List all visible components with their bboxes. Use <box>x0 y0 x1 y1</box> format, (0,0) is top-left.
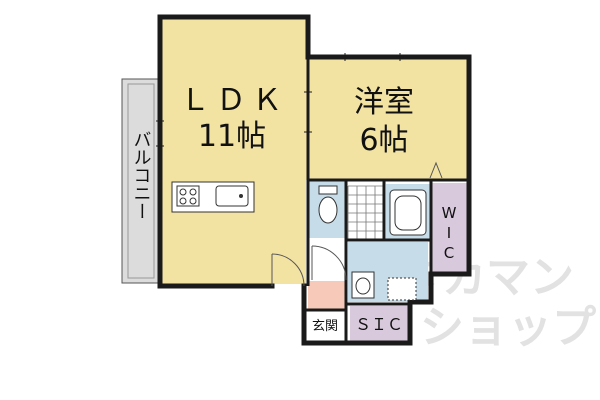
western-label: 洋室 <box>354 85 414 120</box>
washing-machine-space <box>387 277 417 301</box>
wic-letter-c: C <box>444 244 454 262</box>
entrance-step <box>308 281 346 309</box>
inner-walls <box>304 57 469 343</box>
balcony-label: バルコニー <box>131 130 152 220</box>
sic-label: ＳＩＣ <box>355 315 403 334</box>
ldk-floor <box>162 17 306 284</box>
ldk-label: ＬＤＫ <box>180 83 288 118</box>
sink-icon <box>215 185 249 207</box>
kitchen-counter <box>171 181 255 213</box>
watermark-line2: ショップ <box>420 302 596 353</box>
bathtub-icon <box>389 189 427 236</box>
wic-letter-w: W <box>442 204 457 222</box>
ldk-size-label: 11帖 <box>198 119 266 154</box>
wic-floor <box>431 183 467 273</box>
sic-floor <box>350 306 408 342</box>
toilet-icon <box>318 185 338 224</box>
washbasin-icon <box>351 271 375 299</box>
entrance-label: 玄関 <box>312 319 338 334</box>
balcony <box>121 78 161 284</box>
shower-grid <box>347 185 385 241</box>
stove-icon <box>176 185 200 207</box>
western-floor <box>306 59 467 180</box>
western-size-label: 6帖 <box>359 123 408 158</box>
windows <box>156 53 401 147</box>
wic-letter-i: I <box>447 224 451 242</box>
door-swings <box>271 161 443 287</box>
balcony-rail <box>127 83 155 279</box>
